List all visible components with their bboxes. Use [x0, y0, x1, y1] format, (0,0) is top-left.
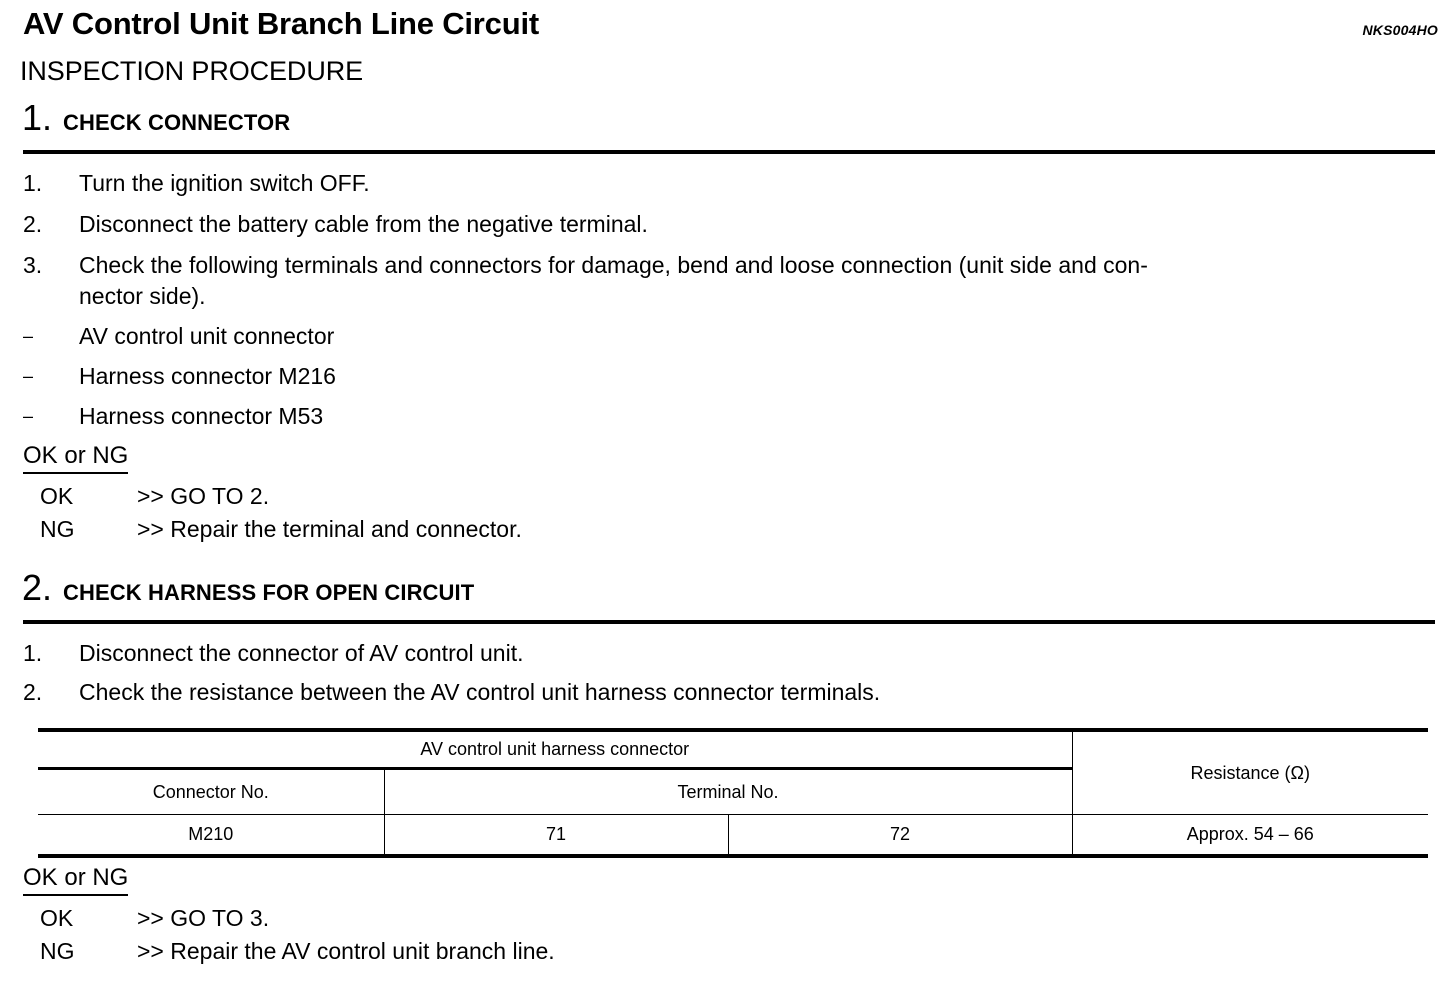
table-header-row-sub: Connector No. Terminal No. [38, 767, 1428, 815]
table-header-connector-no: Connector No. [38, 767, 385, 815]
resistance-spec-table: AV control unit harness connector Resist… [38, 728, 1429, 858]
step-1-result-title: OK or NG [23, 442, 129, 474]
table-header-terminal-no: Terminal No. [383, 767, 1073, 815]
step-2-item-2: 2. Check the resistance between the AV c… [23, 678, 880, 706]
dash-bullet-icon: – [23, 326, 34, 346]
step-1-heading: 1. CHECK CONNECTOR [22, 100, 290, 136]
table-header-row-group: AV control unit harness connector Resist… [38, 728, 1429, 815]
step-1-item-1: 1. Turn the ignition switch OFF. [23, 169, 370, 197]
step-2-divider [23, 620, 1435, 624]
list-text: Disconnect the battery cable from the ne… [79, 211, 648, 237]
list-marker: 1. [23, 640, 43, 666]
list-text: Harness connector M216 [79, 363, 336, 389]
step-1-item-2: 2. Disconnect the battery cable from the… [23, 210, 648, 238]
step-1-bullet-1: – AV control unit connector [23, 322, 334, 350]
page-title: AV Control Unit Branch Line Circuit [23, 6, 539, 41]
result-key: OK [40, 905, 74, 931]
result-value: >> GO TO 3. [137, 905, 270, 931]
section-heading: INSPECTION PROCEDURE [20, 56, 364, 86]
step-1-item-3: 3. Check the following terminals and con… [23, 251, 1148, 279]
dash-bullet-icon: – [23, 366, 34, 386]
result-key: NG [40, 938, 75, 964]
list-text: Harness connector M53 [79, 403, 324, 429]
step-2-item-1: 1. Disconnect the connector of AV contro… [23, 639, 524, 667]
step-2-result-ng: NG >> Repair the AV control unit branch … [40, 937, 555, 965]
step-1-result-ng: NG >> Repair the terminal and connector. [40, 515, 522, 543]
list-marker: 1. [23, 170, 43, 196]
list-text: AV control unit connector [79, 323, 335, 349]
result-value: >> GO TO 2. [137, 483, 270, 509]
list-text: Turn the ignition switch OFF. [79, 170, 370, 196]
list-text: Check the resistance between the AV cont… [79, 679, 881, 705]
step-1-divider [23, 150, 1435, 154]
table-header-resistance: Resistance (Ω) [1071, 728, 1429, 815]
list-marker: 2. [23, 679, 43, 705]
cell-terminal-b: 72 [727, 813, 1073, 858]
step-1-label: CHECK CONNECTOR [63, 110, 291, 135]
step-1-bullet-3: – Harness connector M53 [23, 402, 323, 430]
step-1-result-ok: OK >> GO TO 2. [40, 482, 269, 510]
cell-terminal-a: 71 [383, 813, 729, 858]
result-key: OK [40, 483, 74, 509]
list-marker: 2. [23, 211, 43, 237]
list-text: Check the following terminals and connec… [79, 252, 1148, 278]
cell-connector-no: M210 [38, 813, 385, 858]
step-2-result-title: OK or NG [23, 864, 129, 896]
step-2-label: CHECK HARNESS FOR OPEN CIRCUIT [63, 580, 475, 605]
table-row: M210 71 72 Approx. 54 – 66 [38, 813, 1429, 858]
result-key: NG [40, 516, 75, 542]
step-1-item-3-continuation: nector side). [79, 283, 206, 309]
list-text: Disconnect the connector of AV control u… [79, 640, 524, 666]
list-marker: 3. [23, 252, 43, 278]
step-2-result-ok: OK >> GO TO 3. [40, 904, 269, 932]
step-1-bullet-2: – Harness connector M216 [23, 362, 336, 390]
table-header-harness-connector: AV control unit harness connector [38, 728, 1073, 770]
result-value: >> Repair the AV control unit branch lin… [137, 938, 555, 964]
step-2-number: 2. [22, 567, 53, 608]
document-reference-code: NKS004HO [1362, 22, 1438, 38]
dash-bullet-icon: – [23, 406, 34, 426]
cell-resistance: Approx. 54 – 66 [1071, 813, 1429, 858]
result-value: >> Repair the terminal and connector. [137, 516, 522, 542]
step-1-number: 1. [22, 97, 53, 138]
step-2-heading: 2. CHECK HARNESS FOR OPEN CIRCUIT [22, 570, 474, 606]
